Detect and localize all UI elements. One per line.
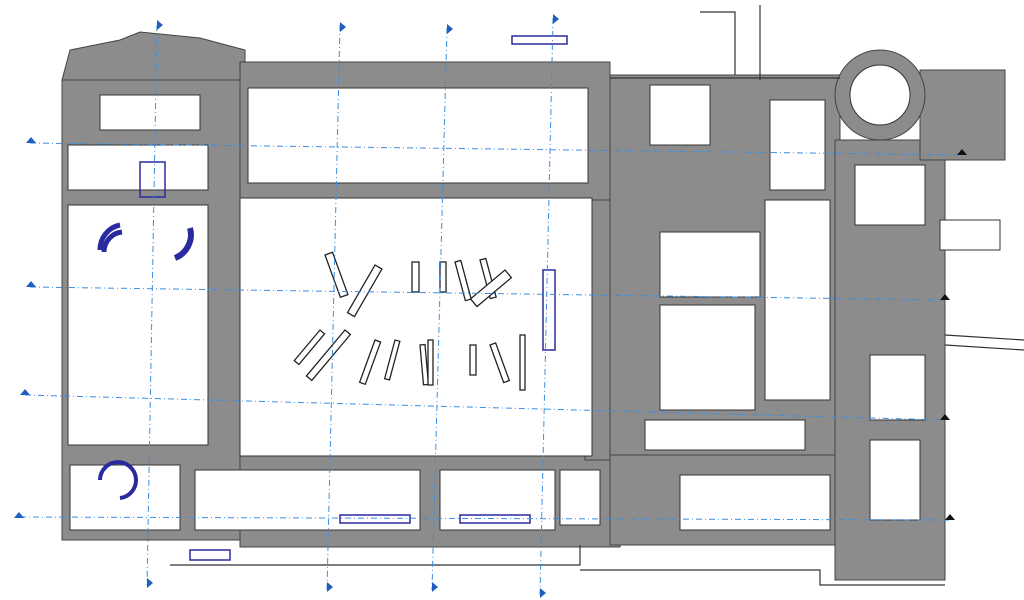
grid-line-v4 — [539, 17, 554, 596]
grid-line-v3 — [431, 27, 448, 591]
west-hall-top — [67, 144, 209, 191]
north-west-block — [61, 31, 246, 81]
site-line-bottom — [170, 545, 945, 586]
east-corridor — [764, 199, 831, 401]
west-hall — [67, 204, 209, 446]
display-case — [489, 342, 511, 384]
ne-room — [649, 84, 711, 146]
tower-interior — [849, 64, 911, 126]
display-case — [305, 329, 352, 382]
grid-line-h2 — [29, 286, 946, 301]
stair-west — [139, 161, 166, 198]
fe-room-2 — [869, 354, 926, 421]
display-case — [469, 269, 513, 308]
display-cases — [293, 251, 526, 391]
courtyard — [239, 197, 593, 457]
grid-marker-icon — [940, 294, 950, 300]
grid-marker-icon — [432, 582, 438, 592]
south-gallery-1 — [194, 469, 421, 531]
display-case — [469, 344, 477, 376]
grid-line-h3 — [24, 394, 946, 421]
grid-marker-icon — [940, 414, 950, 420]
east-lobby — [644, 419, 806, 451]
grid-line-v2 — [326, 24, 341, 591]
grid-marker-icon — [147, 578, 153, 588]
site-line-right — [944, 334, 1024, 351]
site-lines — [170, 5, 1024, 586]
stair-top — [511, 35, 568, 45]
rooms — [67, 64, 1001, 531]
stair-bottom — [189, 549, 231, 561]
fe-room-1 — [854, 164, 926, 226]
display-case — [419, 343, 430, 386]
grid-marker-icon — [20, 389, 30, 395]
annex-rooms — [939, 219, 1001, 251]
south-gallery-2 — [439, 469, 556, 531]
display-case — [411, 261, 420, 293]
grid-marker-icon — [447, 24, 453, 34]
north-gallery — [247, 87, 589, 184]
display-case — [346, 264, 383, 318]
display-case — [358, 339, 382, 386]
spiral-stair-1 — [97, 222, 123, 253]
grid-marker-icon — [157, 20, 163, 30]
display-case — [324, 251, 349, 299]
grid-markers — [14, 14, 967, 598]
grid-marker-icon — [540, 588, 546, 598]
site-line-top — [610, 5, 840, 80]
grid-marker-icon — [26, 281, 36, 287]
grid-line-v1 — [146, 24, 158, 586]
ne-corridor — [769, 99, 826, 191]
display-case — [454, 259, 472, 302]
spiral-stair-3 — [98, 460, 138, 500]
stair-south-1 — [339, 514, 411, 524]
display-case — [427, 339, 434, 386]
se-offices — [679, 474, 831, 531]
spiral-stair-2 — [173, 227, 194, 261]
grid-marker-icon — [553, 14, 559, 24]
west-room-1 — [99, 94, 201, 131]
south-room-3 — [559, 469, 601, 526]
grid-marker-icon — [957, 149, 967, 155]
fe-room-3 — [869, 439, 921, 521]
display-case — [293, 329, 326, 366]
grid-marker-icon — [14, 512, 24, 518]
grid-lines — [19, 17, 963, 596]
display-case — [383, 339, 401, 381]
grid-marker-icon — [26, 137, 36, 143]
grid-line-h1 — [29, 142, 963, 156]
east-room-upper — [659, 231, 761, 298]
north-east-annex — [919, 69, 1006, 161]
grid-marker-icon — [945, 514, 955, 520]
stair-courtyard — [542, 269, 556, 351]
grid-marker-icon — [327, 582, 333, 592]
display-case — [519, 334, 526, 391]
east-room-lower — [659, 304, 756, 411]
grid-marker-icon — [340, 22, 346, 32]
